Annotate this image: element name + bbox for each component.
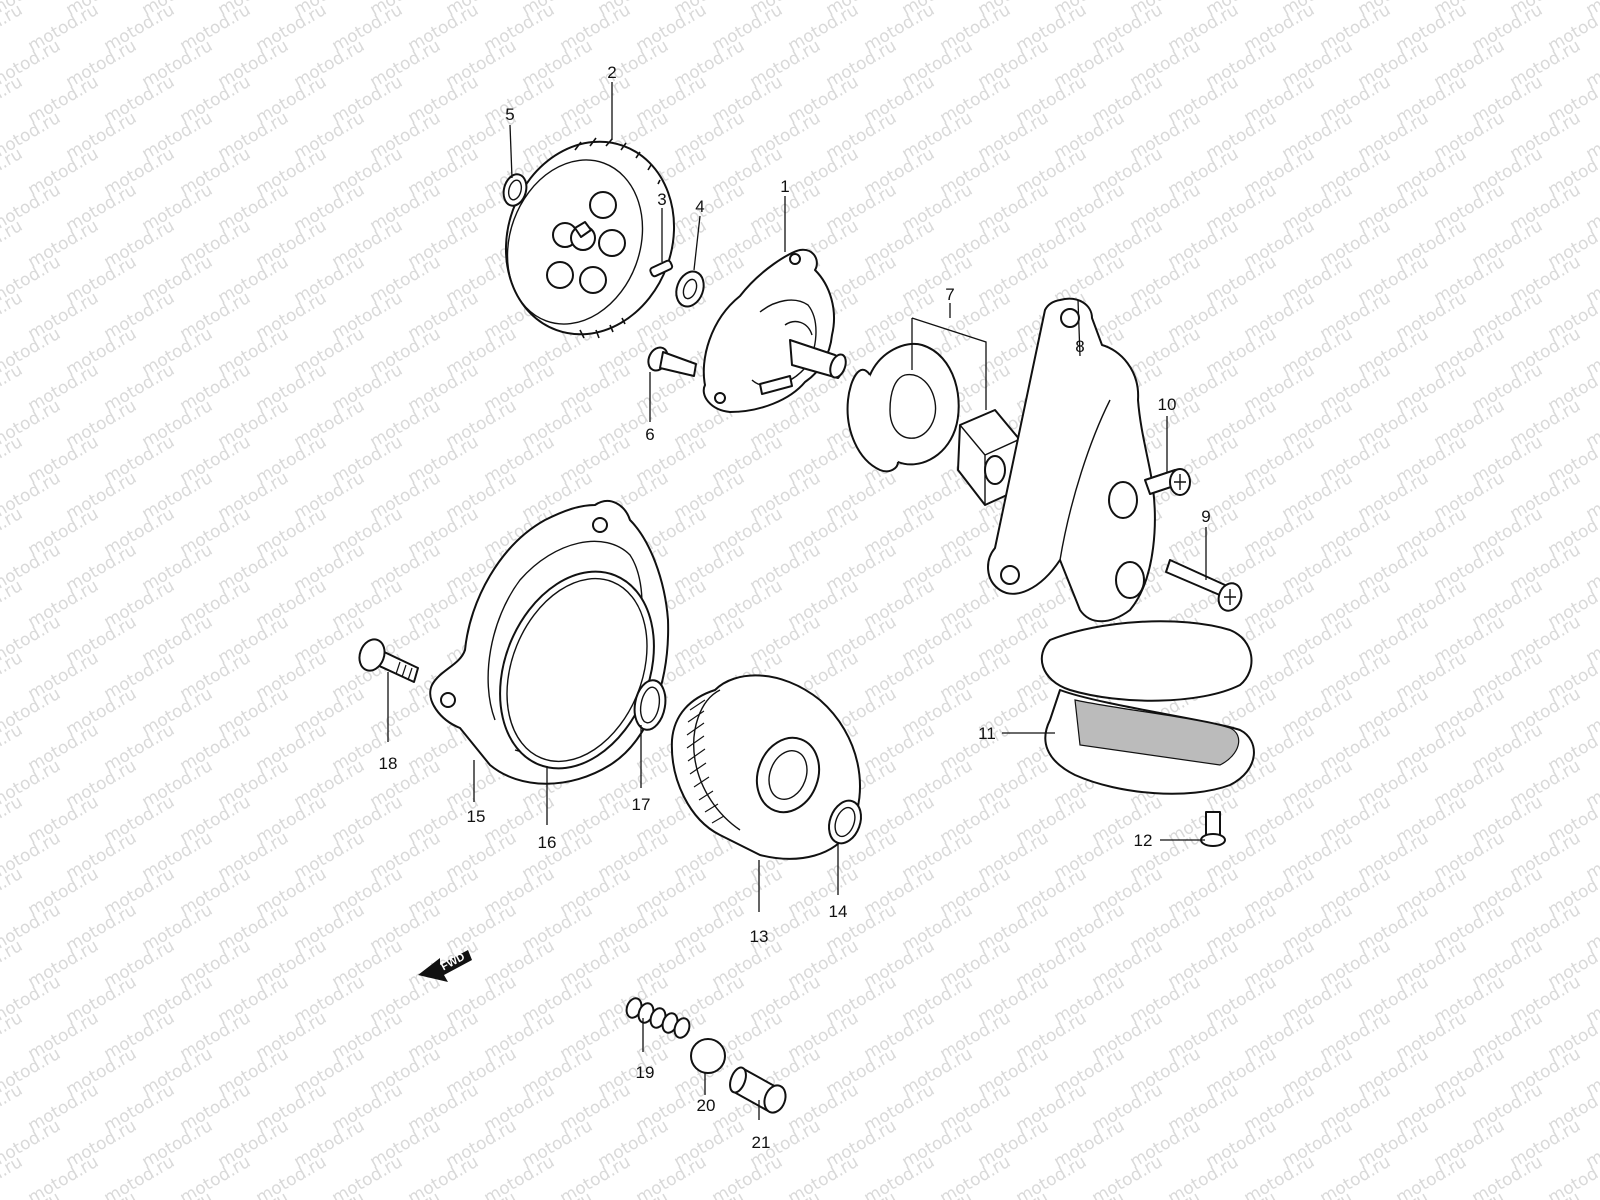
part-19-spring [625, 997, 691, 1039]
watermark-text: motod.ru [0, 1008, 26, 1064]
watermark-text: motod.ru [177, 1152, 255, 1200]
watermark-text: motod.ru [329, 1152, 407, 1200]
watermark-text: motod.ru [0, 648, 26, 704]
part-10-screw [1144, 468, 1191, 496]
callout-12: 12 [1134, 831, 1153, 850]
callout-14: 14 [829, 902, 848, 921]
watermark-text: motod.ru [557, 1152, 635, 1200]
watermark-text: motod.ru [0, 360, 26, 416]
watermark-text: motod.ru [0, 576, 26, 632]
callout-3: 3 [657, 190, 666, 209]
callout-6: 6 [645, 425, 654, 444]
watermark-text: motod.ru [0, 864, 26, 920]
watermark-text: motod.ru [1393, 1152, 1471, 1200]
callout-9: 9 [1201, 507, 1210, 526]
part-4-washer [675, 270, 705, 308]
callout-4: 4 [695, 197, 704, 216]
callout-10: 10 [1158, 395, 1177, 414]
part-5-circlip [502, 173, 528, 207]
watermark-text: motod.ru [785, 1152, 863, 1200]
callout-17: 17 [632, 795, 651, 814]
callout-7: 7 [945, 285, 954, 304]
watermark-text: motod.ru [0, 0, 26, 56]
part-13-oil-filter [670, 674, 861, 860]
watermark-text: motod.ru [1317, 1152, 1395, 1200]
part-9-bolt [1165, 559, 1243, 612]
part-12-screw [1200, 811, 1226, 847]
callout-8: 8 [1075, 337, 1084, 356]
watermark-text: motod.ru [0, 792, 26, 848]
callout-1: 1 [780, 177, 789, 196]
watermark-text: motod.ru [937, 1152, 1015, 1200]
watermark-text: motod.ru [25, 1152, 103, 1200]
part-20-ball [690, 1038, 726, 1074]
watermark-text: motod.ru [0, 504, 26, 560]
callout-5: 5 [505, 105, 514, 124]
part-17-o-ring [633, 679, 667, 731]
callout-15: 15 [467, 807, 486, 826]
watermark-text: motod.ru [0, 1080, 26, 1136]
watermark-text: motod.ru [1165, 1152, 1243, 1200]
watermark-text: motod.ru [1241, 1152, 1319, 1200]
part-3-pin [649, 259, 674, 278]
part-8-pump-cover [987, 297, 1156, 623]
part-18-bolt [358, 638, 419, 683]
part-7-rotor-set [846, 342, 1021, 506]
watermark-text: motod.ru [1469, 1152, 1547, 1200]
watermark-text: motod.ru [709, 1152, 787, 1200]
watermark-text: motod.ru [405, 1152, 483, 1200]
part-21-plug [729, 1066, 787, 1114]
watermark-text: motod.ru [0, 720, 26, 776]
callout-2: 2 [607, 63, 616, 82]
watermark-text: motod.ru [0, 216, 26, 272]
watermark-text: motod.ru [861, 1152, 939, 1200]
watermark-text: motod.ru [101, 1152, 179, 1200]
callout-19: 19 [636, 1063, 655, 1082]
watermark-text: motod.ru [0, 288, 26, 344]
callout-13: 13 [750, 927, 769, 946]
watermark-text: motod.ru [0, 936, 26, 992]
watermark-text: motod.ru [0, 432, 26, 488]
callout-18: 18 [379, 754, 398, 773]
callout-11: 11 [978, 724, 996, 743]
watermark-text: motod.ru [0, 72, 26, 128]
callout-16: 16 [538, 833, 557, 852]
watermark-text: motod.ru [0, 144, 26, 200]
callout-labels: 2 5 3 4 1 6 7 8 10 9 11 12 13 14 15 16 1… [379, 63, 1211, 1152]
callout-20: 20 [697, 1096, 716, 1115]
watermark-text: motod.ru [1013, 1152, 1091, 1200]
part-11-strainer [1040, 620, 1255, 795]
part-1-pump-body [702, 248, 847, 413]
watermark-text: motod.ru [0, 1152, 26, 1200]
watermark-text: motod.ru [253, 1152, 331, 1200]
watermark-text: motod.ru [481, 1152, 559, 1200]
watermark-text: motod.ru [633, 1152, 711, 1200]
callout-21: 21 [752, 1133, 771, 1152]
watermark-text: motod.ru [1089, 1152, 1167, 1200]
leader-lines [387, 82, 1207, 1120]
part-6-screw [647, 346, 697, 377]
